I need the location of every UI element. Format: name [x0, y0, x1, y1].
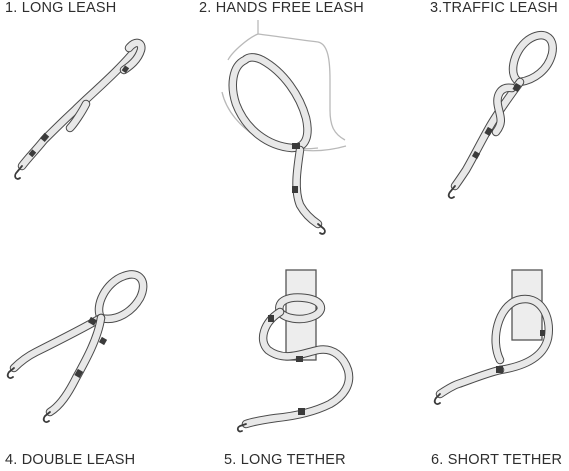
caption-traffic-leash: 3.TRAFFIC LEASH — [430, 0, 558, 16]
long-tether-illustration — [236, 269, 354, 433]
double-leash-illustration — [6, 270, 148, 423]
long-leash-illustration — [14, 38, 146, 180]
short-tether-illustration — [433, 269, 553, 405]
caption-double-leash: 4. DOUBLE LEASH — [5, 452, 136, 468]
caption-hands-free-leash: 2. HANDS FREE LEASH — [199, 0, 364, 16]
traffic-leash-illustration — [447, 31, 557, 199]
caption-short-tether: 6. SHORT TETHER — [431, 452, 563, 468]
caption-long-tether: 5. LONG TETHER — [224, 452, 346, 468]
caption-long-leash: 1. LONG LEASH — [5, 0, 117, 16]
hands-free-leash-illustration — [221, 20, 347, 235]
